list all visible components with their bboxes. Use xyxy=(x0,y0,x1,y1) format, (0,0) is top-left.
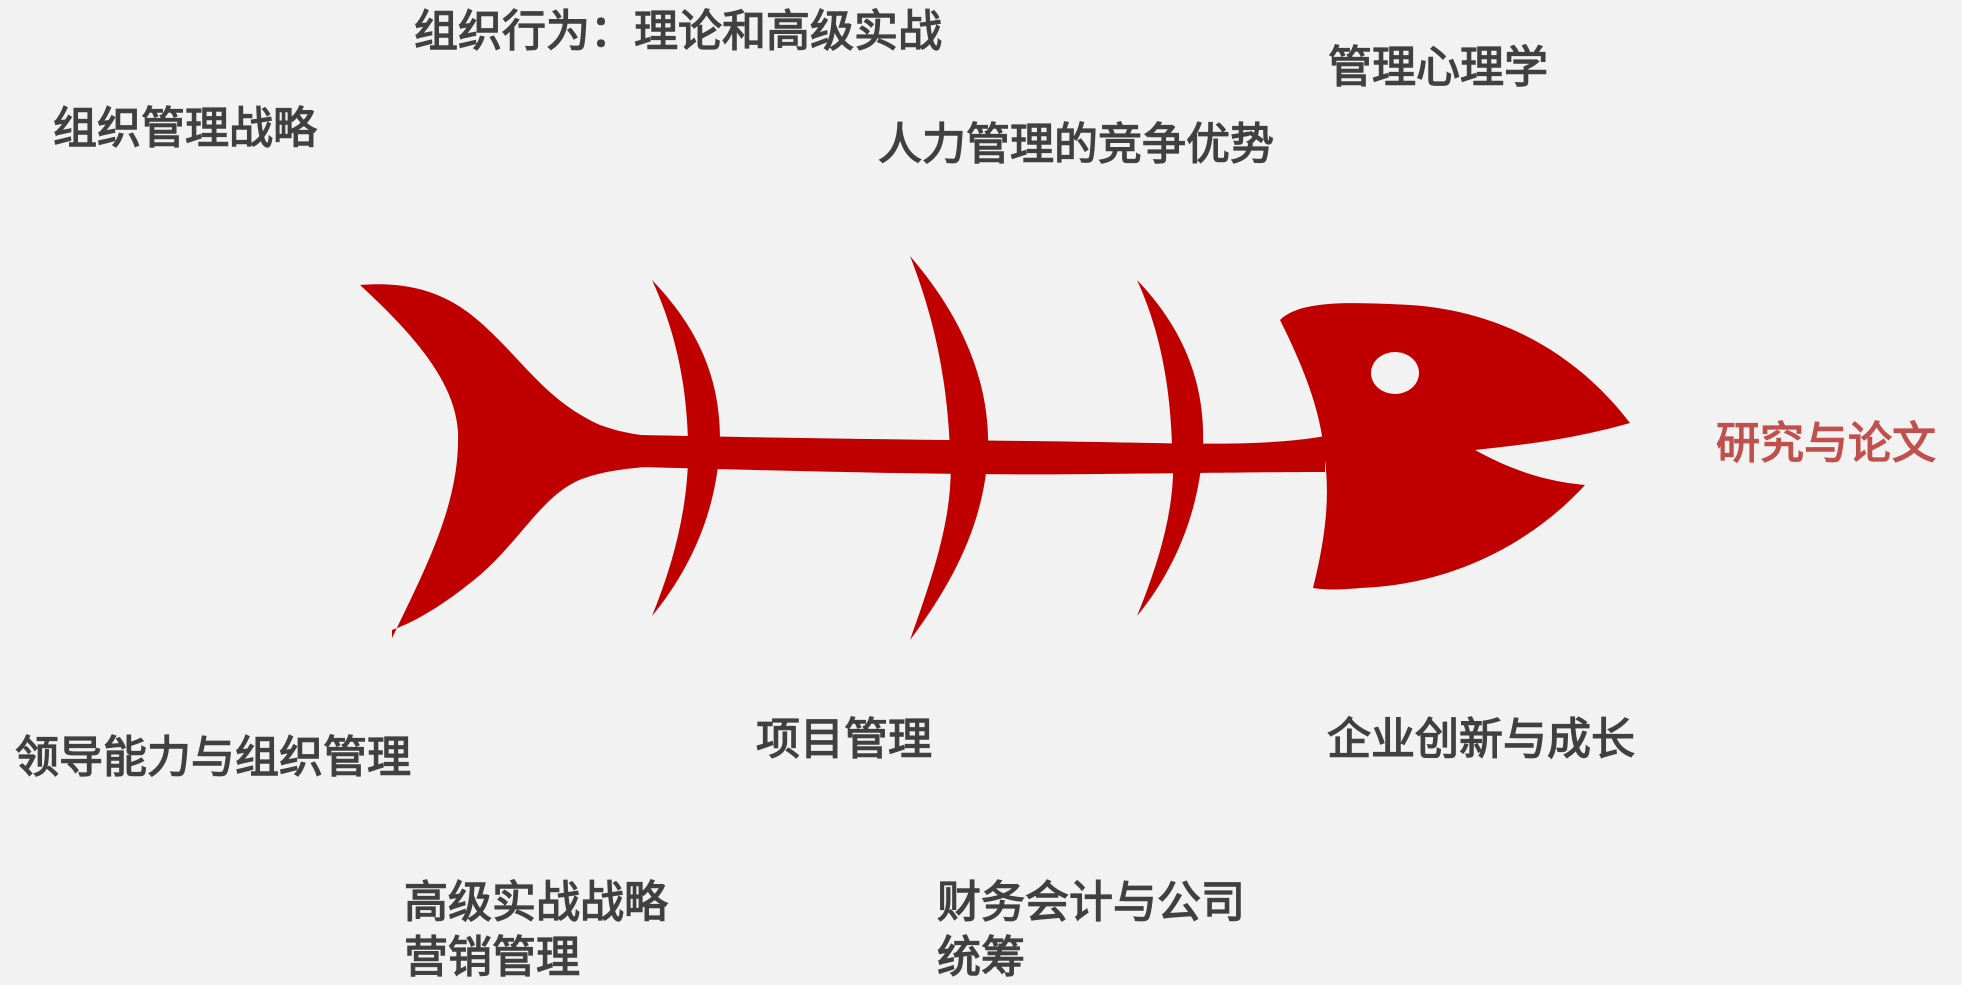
cause-line: 领导能力与组织管理 xyxy=(15,732,411,783)
cause-line: 财务会计与公司 xyxy=(937,877,1245,928)
fish-rib-1 xyxy=(652,280,720,616)
cause-line: 营销管理 xyxy=(404,932,580,983)
cause-line: 统筹 xyxy=(937,932,1025,983)
cause-innovation: 企业创新与成长 xyxy=(1327,712,1635,767)
cause-hr-advantage: 人力管理的竞争优势 xyxy=(878,117,1274,172)
cause-org-strategy: 组织管理战略 xyxy=(53,101,317,156)
cause-leadership: 领导能力与组织管理 xyxy=(15,730,411,785)
effect-text: 研究与论文 xyxy=(1716,418,1936,469)
fish-tail xyxy=(360,284,690,638)
cause-line: 项目管理 xyxy=(756,714,932,765)
cause-mgmt-psychology: 管理心理学 xyxy=(1328,40,1548,95)
cause-line: 高级实战战略 xyxy=(404,877,668,928)
cause-project-mgmt: 项目管理 xyxy=(756,712,932,767)
cause-line: 人力管理的竞争优势 xyxy=(878,119,1274,170)
fish-rib-2 xyxy=(910,256,989,640)
cause-marketing: 高级实战战略 营销管理 xyxy=(404,875,668,985)
cause-line: 企业创新与成长 xyxy=(1327,714,1635,765)
cause-line: 组织管理战略 xyxy=(53,103,317,154)
fish-head xyxy=(1280,303,1630,590)
cause-line: 组织行为：理论和高级实战 xyxy=(414,6,942,57)
fish-eye xyxy=(1371,352,1419,394)
cause-org-behavior: 组织行为：理论和高级实战 xyxy=(414,4,942,59)
fish-rib-3 xyxy=(1137,280,1204,616)
effect-label: 研究与论文 xyxy=(1716,416,1936,471)
cause-line: 管理心理学 xyxy=(1328,42,1548,93)
cause-finance: 财务会计与公司 统筹 xyxy=(937,875,1245,985)
